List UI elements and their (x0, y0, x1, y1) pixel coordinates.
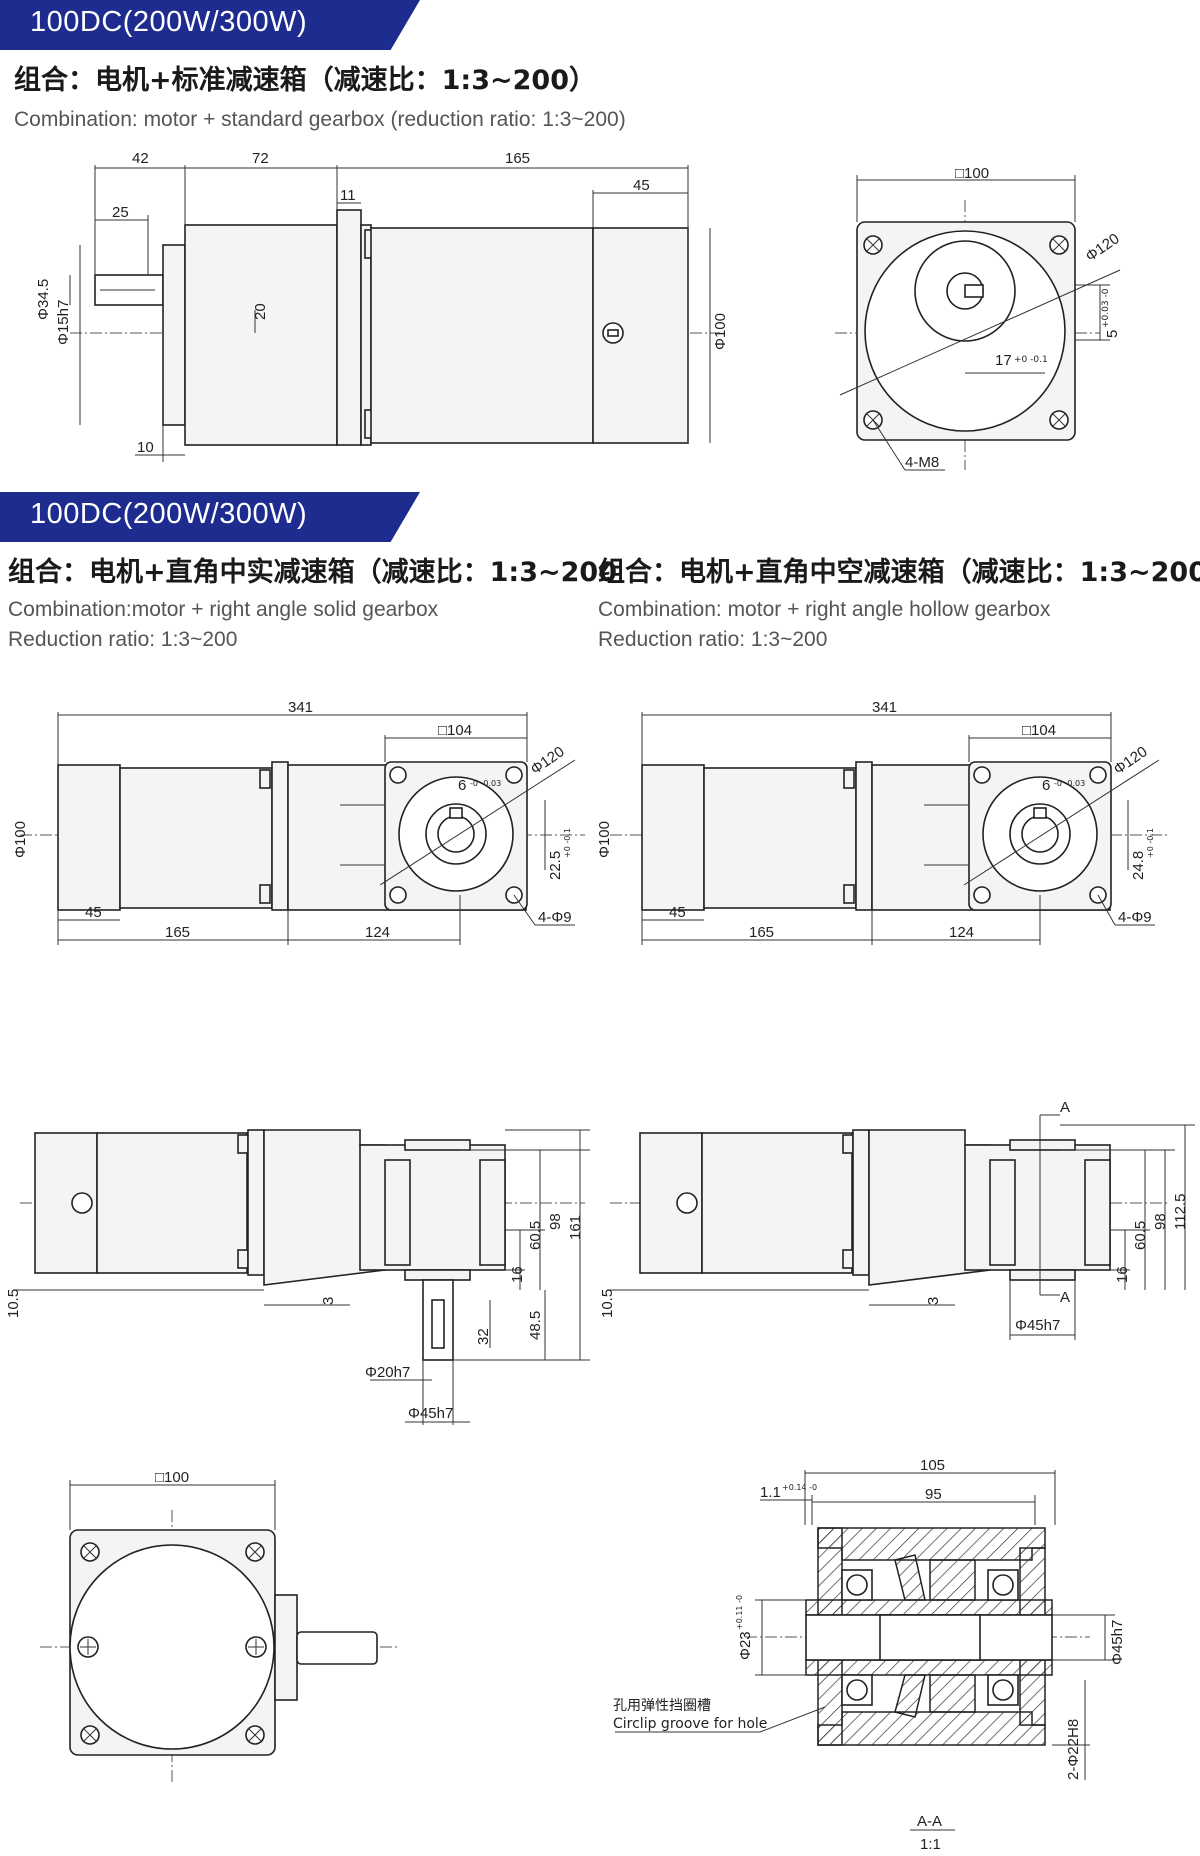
section2-left-title-zh: 组合：电机+直角中实减速箱（减速比：1:3~200 (8, 557, 617, 588)
dim-phi45h7: Φ45h7 (408, 1405, 453, 1422)
section1-title-zh: 组合：电机+标准减速箱（减速比：1:3~200） (14, 65, 596, 96)
dim-16: 16 (1114, 1266, 1131, 1283)
dim-phi23: Φ23 (737, 1631, 754, 1660)
dim-98: 98 (547, 1213, 564, 1230)
dim-60-5: 60.5 (1132, 1221, 1149, 1250)
section2-banner: 100DC(200W/300W) (0, 492, 420, 542)
section-mark-a-bottom: A (1060, 1289, 1070, 1306)
dim-4-phi9: 4-Φ9 (1118, 909, 1152, 926)
dim-3: 3 (925, 1297, 942, 1305)
dim-22-5: 22.5 (547, 851, 564, 880)
section2-right-en-2: Reduction ratio: 1:3~200 (598, 628, 828, 651)
tol-23: +0.11 -0 (735, 1595, 744, 1630)
section2-right-title-zh: 组合：电机+直角中空减速箱（减速比：1:3~200 (598, 557, 1200, 588)
tol-22-5: +0 -0.1 (563, 828, 572, 858)
dim-phi15h7: Φ15h7 (55, 300, 72, 345)
dim-6: 6 (1042, 777, 1050, 794)
dim-phi34-5: Φ34.5 (35, 279, 52, 320)
dim-112-5: 112.5 (1172, 1194, 1189, 1230)
dim-3: 3 (320, 1297, 337, 1305)
dim-95: 95 (925, 1486, 942, 1503)
dim-10: 10 (137, 439, 154, 456)
dim-165: 165 (749, 924, 774, 941)
dim-phi120: Φ120 (1111, 743, 1151, 778)
tol-5: +0.03 -0 (1101, 288, 1111, 328)
standard-gearbox-side-view: 42 72 165 11 45 25 Φ34.5 Φ15h7 20 Φ100 1… (35, 150, 729, 462)
dim-124: 124 (365, 924, 390, 941)
solid-gearbox-top-view: 341 □104 Φ120 6 -0 -0.03 Φ100 22.5 +0 -0… (12, 699, 585, 945)
dim-45: 45 (669, 904, 686, 921)
solid-gearbox-side-view: 60.5 98 161 16 10.5 3 32 48.5 Φ20h7 Φ45h… (5, 1129, 590, 1425)
tol-24-8: +0 -0.1 (1146, 828, 1155, 858)
dim-phi20h7: Φ20h7 (365, 1364, 410, 1381)
section2-right-en-1: Combination: motor + right angle hollow … (598, 598, 1051, 621)
dim-sq104: □104 (1022, 722, 1056, 739)
dim-341: 341 (288, 699, 313, 716)
dim-phi100: Φ100 (596, 821, 613, 858)
dim-42: 42 (132, 150, 149, 167)
dim-2-phi22h8: 2-Φ22H8 (1065, 1719, 1082, 1780)
dim-161: 161 (567, 1215, 584, 1240)
dim-24-8: 24.8 (1130, 851, 1147, 880)
dim-48-5: 48.5 (527, 1311, 544, 1340)
tol-6: -0 -0.03 (1054, 779, 1085, 788)
section1-banner-text: 100DC(200W/300W) (30, 6, 308, 38)
view-label-a-a: A-A (917, 1813, 942, 1830)
dim-17: 17 (995, 352, 1012, 369)
dim-165: 165 (165, 924, 190, 941)
dim-20: 20 (252, 303, 269, 320)
dim-phi100: Φ100 (712, 313, 729, 350)
standard-gearbox-front-view: □100 Φ120 5 +0.03 -0 17 +0 -0.1 4-M8 (835, 165, 1123, 471)
section-a-a-view: 105 95 1.1 +0.14 -0 Φ23 +0.11 -0 Φ45h7 2… (613, 1457, 1126, 1853)
dim-10-5: 10.5 (599, 1289, 616, 1318)
dim-phi45h7: Φ45h7 (1015, 1317, 1060, 1334)
dim-6: 6 (458, 777, 466, 794)
dim-1-1: 1.1 (760, 1484, 781, 1501)
solid-gearbox-front-view: □100 (40, 1469, 400, 1785)
dim-sq100: □100 (955, 165, 989, 182)
dim-5: 5 (1104, 330, 1121, 338)
hollow-gearbox-side-view: A A 60.5 98 112.5 16 10.5 3 Φ45h7 (599, 1099, 1195, 1340)
dim-60-5: 60.5 (527, 1221, 544, 1250)
dim-sq104: □104 (438, 722, 472, 739)
dim-phi120: Φ120 (528, 743, 568, 778)
dim-72: 72 (252, 150, 269, 167)
section1-title-en: Combination: motor + standard gearbox (r… (14, 108, 626, 131)
circlip-label-zh: 孔用弹性挡圈槽 (613, 1698, 711, 1714)
dim-45: 45 (85, 904, 102, 921)
section2-left-en-2: Reduction ratio: 1:3~200 (8, 628, 238, 651)
dim-10-5: 10.5 (5, 1289, 22, 1318)
dim-16: 16 (509, 1266, 526, 1283)
dim-4-m8: 4-M8 (905, 454, 939, 471)
dim-sq100: □100 (155, 1469, 189, 1486)
view-scale: 1:1 (920, 1836, 941, 1853)
section2-banner-text: 100DC(200W/300W) (30, 498, 308, 530)
dim-32: 32 (475, 1328, 492, 1345)
dim-105: 105 (920, 1457, 945, 1474)
dim-45: 45 (633, 177, 650, 194)
tol-1-1: +0.14 -0 (782, 1483, 817, 1492)
dim-phi45h7: Φ45h7 (1109, 1620, 1126, 1665)
section2-left-en-1: Combination:motor + right angle solid ge… (8, 598, 439, 621)
tol-6: -0 -0.03 (470, 779, 501, 788)
section-mark-a-top: A (1060, 1099, 1070, 1116)
dim-4-phi9: 4-Φ9 (538, 909, 572, 926)
dim-341: 341 (872, 699, 897, 716)
dim-25: 25 (112, 204, 129, 221)
dim-124: 124 (949, 924, 974, 941)
hollow-gearbox-top-view: 341 □104 Φ120 6 -0 -0.03 Φ100 24.8 +0 -0… (596, 699, 1170, 945)
dim-phi100: Φ100 (12, 821, 29, 858)
dim-phi120: Φ120 (1083, 230, 1123, 265)
tol-17: +0 -0.1 (1014, 355, 1048, 365)
dim-98: 98 (1152, 1213, 1169, 1230)
dim-165: 165 (505, 150, 530, 167)
section1-banner: 100DC(200W/300W) (0, 0, 420, 50)
circlip-label-en: Circlip groove for hole (613, 1716, 767, 1732)
dim-11: 11 (340, 187, 356, 204)
bearing (841, 1569, 1019, 1706)
